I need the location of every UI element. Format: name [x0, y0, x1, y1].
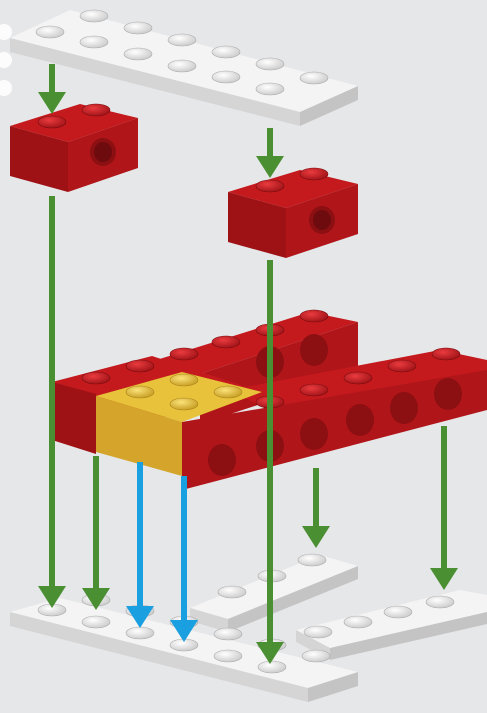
arrow-left-brick-down	[38, 196, 66, 608]
arrows	[38, 64, 458, 664]
bottom-plate-right	[296, 590, 487, 660]
top-plate	[10, 9, 358, 126]
brick-2x2-yellow	[96, 372, 262, 476]
brick-1x2-right	[228, 167, 358, 258]
arrow-yellow-left	[126, 462, 154, 628]
background-decoration	[0, 24, 12, 96]
arrows-blue	[126, 462, 198, 642]
arrow-frame-mid	[302, 468, 330, 548]
arrow-yellow-right	[170, 476, 198, 642]
arrow-frame-front-left	[82, 456, 110, 610]
studs	[35, 9, 329, 96]
arrow-top-to-left-brick	[38, 64, 66, 114]
arrow-right-brick-down	[256, 260, 284, 664]
arrow-top-to-right-brick	[256, 128, 284, 178]
studs	[303, 595, 455, 639]
bottom-plate-back	[190, 553, 358, 632]
brick-1x2-left	[10, 103, 138, 192]
arrow-frame-right	[430, 426, 458, 590]
